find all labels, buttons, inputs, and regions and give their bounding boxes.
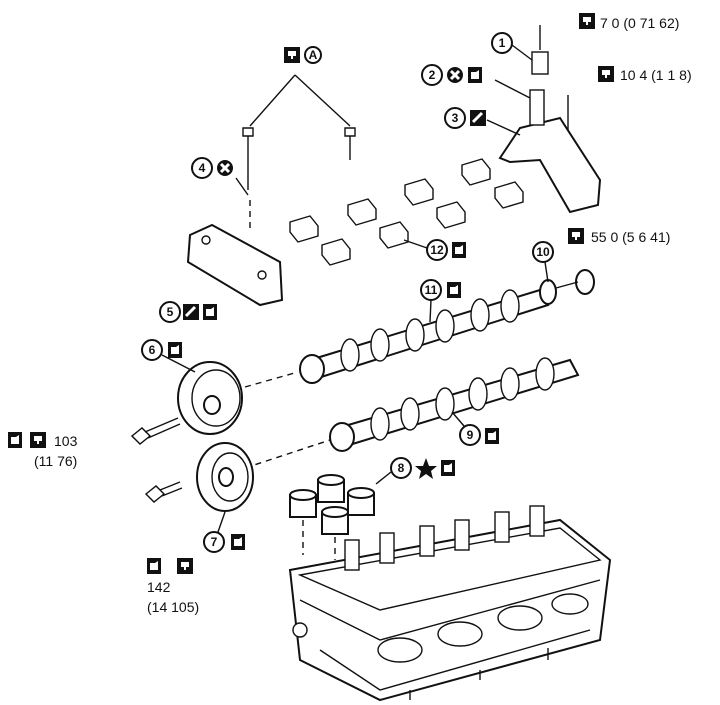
camshaft-caps [289,158,524,266]
svg-text:11: 11 [425,283,438,297]
svg-text:7: 7 [211,535,218,549]
callout-7: 7 [203,511,226,553]
tappet-group [289,474,375,560]
callout-5: 5 [159,301,181,323]
svg-text:1: 1 [499,36,506,50]
torque-value-4-line2: (11 76) [34,453,77,469]
sprocket-bolt-upper [130,417,181,445]
oil-can-icon [447,282,461,298]
oil-can-icon [147,558,161,574]
oil-can-icon [8,432,22,448]
svg-text:8: 8 [398,461,405,475]
cylinder-head [288,505,612,702]
svg-text:6: 6 [149,343,156,357]
callout-6: 6 [141,339,196,373]
torque-value-3: 55 0 (5 6 41) [591,229,670,245]
sealant-icon [181,302,201,322]
callout-9: 9 [451,411,481,446]
torque-value-4-line1: 103 [54,433,78,449]
torque-value-2: 10 4 (1 1 8) [620,67,692,83]
torque-wrench-icon [598,66,614,82]
svg-text:4: 4 [199,161,206,175]
callout-11: 11 [420,279,442,323]
torque-wrench-icon [579,13,595,29]
oil-can-icon [203,304,217,320]
sprocket-upper [177,361,243,435]
sprocket-lower [196,442,254,512]
torque-wrench-icon [568,228,584,244]
oil-can-icon [452,242,466,258]
sealant-icon [468,108,488,128]
oil-can-icon [231,534,245,550]
tappet [321,506,349,535]
star-icon [415,458,437,479]
callout-8: 8 [375,457,412,485]
camshaft-upper [244,288,550,388]
svg-text:A: A [309,48,318,62]
callout-10: 10 [532,241,554,283]
thrust-plate [539,269,595,305]
callout-1: 1 [491,32,533,61]
svg-text:12: 12 [430,243,444,257]
sensor-cover [498,25,602,214]
sprocket-bolt-lower [144,481,183,503]
tappet [317,474,345,503]
callout-4: 4 [191,157,249,196]
oil-can-icon [468,67,482,83]
svg-text:5: 5 [167,305,174,319]
torque-value-1: 7 0 (0 71 62) [600,15,679,31]
torque-value-5-line2: (14 105) [147,599,199,615]
letter-a-circle: A [304,46,322,64]
torque-wrench-icon [284,47,300,63]
do-not-reuse-icon [445,65,465,85]
callout-2: 2 [421,64,531,99]
svg-text:3: 3 [452,111,459,125]
torque-wrench-icon [177,558,193,574]
do-not-reuse-icon [215,158,235,178]
svg-text:9: 9 [467,428,474,442]
oil-can-icon [168,342,182,358]
tappet [347,487,375,516]
camshaft-lower [244,357,580,469]
callout-3: 3 [444,107,521,136]
svg-text:10: 10 [536,245,550,259]
tappet [289,489,317,518]
chain-guide [186,200,284,307]
torque-value-5-line1: 142 [147,579,171,595]
callout-12: 12 [403,239,448,261]
oil-can-icon [441,460,455,476]
oil-can-icon [485,428,499,444]
guide-bolts [242,74,356,190]
svg-text:2: 2 [429,68,436,82]
torque-wrench-icon [30,432,46,448]
